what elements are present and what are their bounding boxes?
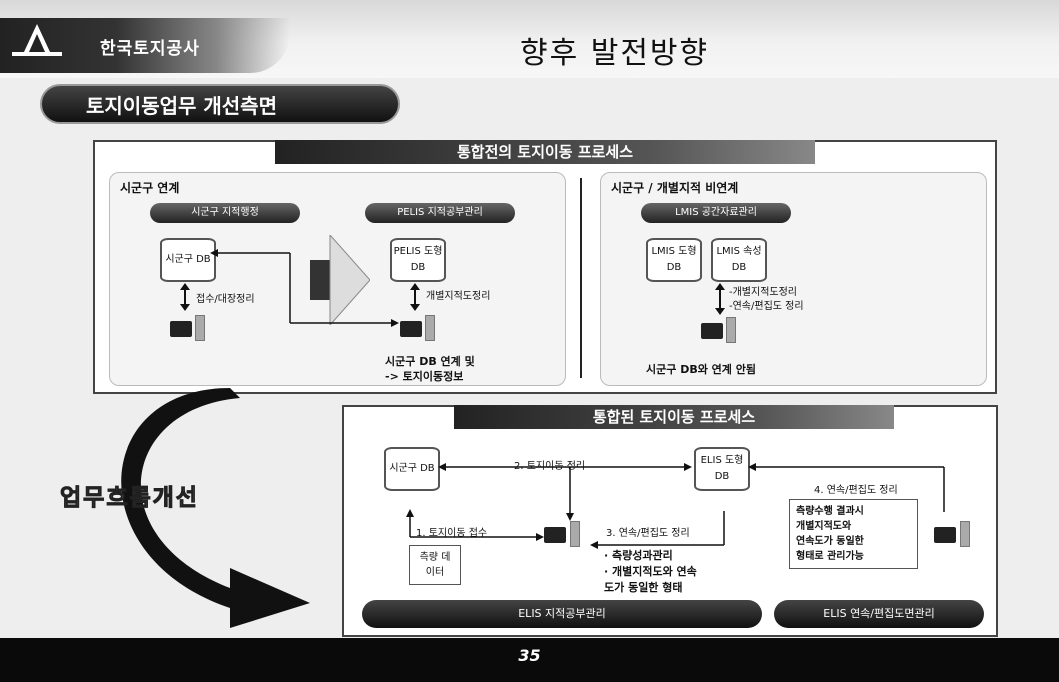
note-line-2: · 개별지적도와 연속 <box>604 565 697 578</box>
right-note-3: 연속도가 동일한 <box>796 536 864 547</box>
tower-icon <box>960 521 970 547</box>
elis-footer-right: ELIS 연속/편집도면관리 <box>774 600 984 628</box>
unlinked-subpanel: 시군구 / 개별지적 비연계 LMIS 공간자료관리 LMIS 도형DB LMI… <box>600 172 987 386</box>
computer-icon <box>701 323 723 339</box>
note-line-1: · 측량성과관리 <box>604 549 673 562</box>
logo-icon <box>12 24 62 56</box>
divider <box>580 178 582 378</box>
link-arrow-icon <box>210 249 399 327</box>
top-process-panel: 통합전의 토지이동 프로세스 시군구 연계 시군구 지적행정 PELIS 지적공… <box>93 140 997 394</box>
tower-icon <box>195 315 205 341</box>
survey-data-note: 측량 데이터 <box>409 545 461 585</box>
step-4-label: 4. 연속/편집도 정리 <box>814 485 898 496</box>
right-note-2: 개별지적도와 <box>796 521 852 532</box>
pill-city-admin: 시군구 지적행정 <box>150 203 300 223</box>
updown-arrow-icon <box>715 283 725 315</box>
step-3-label: 3. 연속/편집도 정리 <box>606 528 690 539</box>
updown-arrow-icon <box>180 283 190 311</box>
curved-flow-arrow-icon <box>121 388 311 628</box>
integration-notes: · 측량성과관리 · 개별지적도와 연속 도가 동일한 형태 <box>604 547 794 595</box>
note-line-3: 도가 동일한 형태 <box>604 581 683 594</box>
top-process-bar: 통합전의 토지이동 프로세스 <box>275 140 815 164</box>
linked-caption-1: 시군구 DB 연계 및 <box>385 355 475 368</box>
step-1-label: 1. 토지이동 접수 <box>416 528 488 539</box>
tower-icon <box>425 315 435 341</box>
unlinked-caption: 시군구 DB와 연계 안됨 <box>646 363 756 376</box>
slide-title: 향후 발전방향 <box>520 36 710 71</box>
company-name: 한국토지공사 <box>100 39 200 59</box>
section-heading: 토지이동업무 개선측면 <box>40 84 400 124</box>
tower-icon <box>726 317 736 343</box>
computer-icon <box>400 321 422 337</box>
label-map-update: 개별지적도정리 <box>426 291 491 302</box>
page-number: 35 <box>518 646 541 665</box>
computer-icon <box>544 527 566 543</box>
pelis-db: PELIS 도형DB <box>390 238 446 282</box>
tower-icon <box>570 521 580 547</box>
linked-subpanel: 시군구 연계 시군구 지적행정 PELIS 지적공부관리 시군구 DB PELI… <box>109 172 566 386</box>
elis-footer-left: ELIS 지적공부관리 <box>362 600 762 628</box>
label-ledger: 접수/대장정리 <box>196 294 255 305</box>
slide-footer <box>0 638 1059 682</box>
right-note-4: 형태로 관리가능 <box>796 551 864 562</box>
lmis-attr-db: LMIS 속성DB <box>711 238 767 282</box>
right-note-1: 측량수행 결과시 <box>796 506 864 517</box>
lmis-shape-db: LMIS 도형DB <box>646 238 702 282</box>
computer-icon <box>170 321 192 337</box>
bottom-process-panel: 통합된 토지이동 프로세스 시군구 DB ELIS 도형DB 2. 토지이동 정… <box>342 405 998 637</box>
label-continuous-update: -연속/편집도 정리 <box>729 301 804 312</box>
city-db: 시군구 DB <box>384 447 440 491</box>
elis-db: ELIS 도형DB <box>694 447 750 491</box>
label-map-update-2: -개별지적도정리 <box>729 287 798 298</box>
unlinked-heading: 시군구 / 개별지적 비연계 <box>611 181 739 195</box>
linked-caption-2: -> 토지이동정보 <box>385 370 464 383</box>
right-memo: 측량수행 결과시 개별지적도와 연속도가 동일한 형태로 관리가능 <box>789 499 918 569</box>
bottom-process-bar: 통합된 토지이동 프로세스 <box>454 405 894 429</box>
pill-pelis-mgmt: PELIS 지적공부관리 <box>365 203 515 223</box>
workflow-improvement-label: 업무흐름개선 <box>60 485 199 512</box>
pill-lmis: LMIS 공간자료관리 <box>641 203 791 223</box>
transfer-arrow-icon <box>310 235 370 325</box>
logo-banner <box>0 18 290 73</box>
step-2-label: 2. 토지이동 정리 <box>514 461 586 472</box>
computer-icon <box>934 527 956 543</box>
updown-arrow-icon <box>410 283 420 311</box>
integrated-flow-arrows-icon <box>406 463 945 549</box>
linked-heading: 시군구 연계 <box>120 181 180 195</box>
city-db: 시군구 DB <box>160 238 216 282</box>
